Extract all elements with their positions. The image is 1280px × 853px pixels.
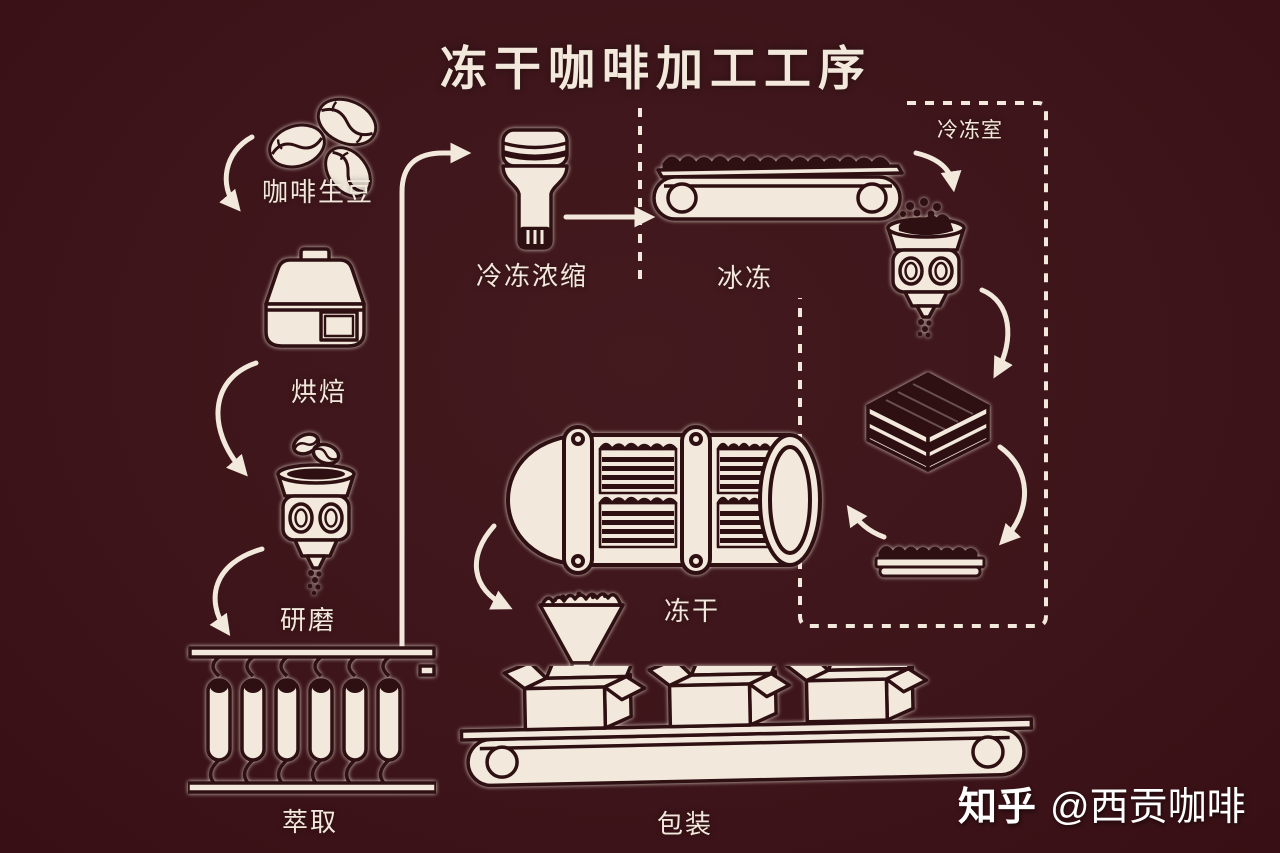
freezing-room-dashed-box <box>798 101 1048 628</box>
extraction-columns-icon <box>186 638 438 806</box>
page-title: 冻干咖啡加工工序 <box>440 42 872 97</box>
coffee-beans-icon <box>253 92 403 208</box>
freeze-dryer-icon <box>488 423 850 581</box>
arrow-crusher-to-block <box>979 287 1013 379</box>
step-label-packaging: 包装 <box>656 810 714 840</box>
step-label-freeze-drying: 冻干 <box>663 597 721 627</box>
step-label-freeze-concentration: 冷冻浓缩 <box>475 262 589 292</box>
watermark-site: 知乎 <box>958 786 1037 829</box>
step-label-roasting: 烘焙 <box>290 378 348 408</box>
arrow-extraction-to-concentrator <box>399 142 472 652</box>
step-label-freezing: 冰冻 <box>716 264 774 294</box>
arrow-beans-to-roaster <box>219 134 255 212</box>
arrow-freezing-to-crusher <box>913 150 962 193</box>
arrow-block-to-granules <box>997 444 1028 546</box>
freezing-conveyor-icon <box>648 128 910 234</box>
watermark: 知乎 @西贡咖啡 <box>958 776 1246 832</box>
freeze-concentrator-icon <box>486 126 584 264</box>
crusher-icon <box>870 196 982 344</box>
step-label-grinding: 研磨 <box>279 606 337 636</box>
step-label-freezing-room: 冷冻室 <box>937 118 1003 142</box>
arrow-dryer-to-funnel <box>473 523 513 610</box>
step-label-extraction: 萃取 <box>281 808 339 838</box>
roaster-icon <box>250 246 380 362</box>
watermark-author: @西贡咖啡 <box>1050 786 1246 829</box>
arrow-grinder-to-extraction <box>209 546 265 637</box>
carton-box <box>502 648 929 732</box>
flow-arrow-group <box>209 134 1028 652</box>
filling-funnel-icon <box>533 583 630 729</box>
arrow-roaster-to-grinder <box>215 360 259 477</box>
freezing-room-boundary <box>638 101 1048 628</box>
frozen-block-icon <box>858 366 998 484</box>
grinder-icon <box>260 430 372 604</box>
packaging-conveyor-icon <box>448 648 1048 815</box>
crushed-granules-icon <box>868 530 992 592</box>
arrow-granules-to-dryer <box>846 504 887 540</box>
step-label-green-beans: 咖啡生豆 <box>261 178 375 208</box>
